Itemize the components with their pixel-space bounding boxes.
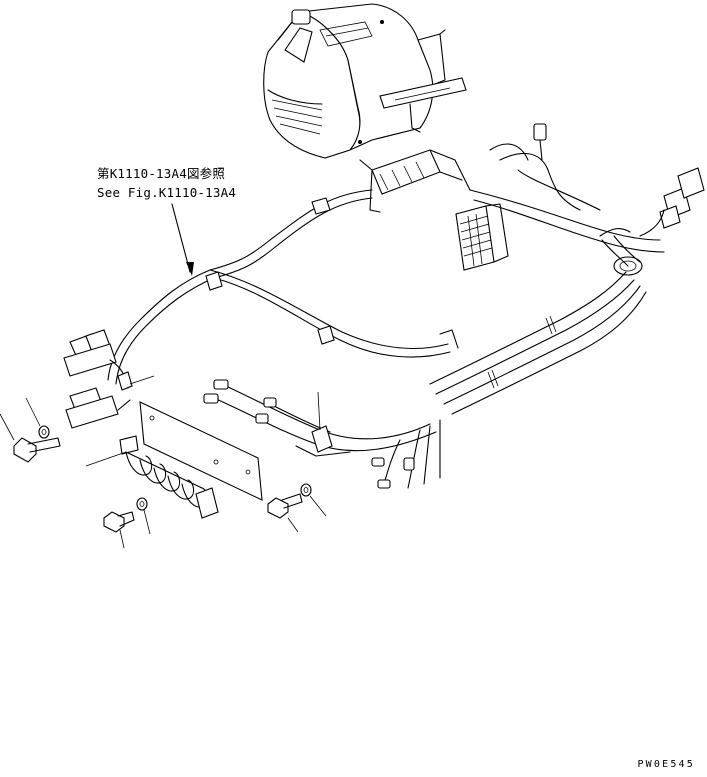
right-harness xyxy=(469,123,705,276)
main-harness-loop xyxy=(107,189,647,415)
reference-note-jp: 第K1110-13A4図参照 xyxy=(97,166,226,181)
cover-plate xyxy=(139,401,263,501)
washer-left xyxy=(38,425,50,439)
washer-bottom-left xyxy=(136,497,148,511)
washer-bottom-mid xyxy=(300,483,312,497)
connector-loops-bottom xyxy=(119,435,219,519)
upper-connector-block xyxy=(359,149,471,213)
fuse-box xyxy=(455,203,509,271)
lower-harness xyxy=(203,379,441,489)
bolt-left xyxy=(13,437,61,463)
control-console xyxy=(263,3,467,159)
drawing-code: PW0E545 xyxy=(637,759,695,770)
bolt-bottom-mid xyxy=(267,493,303,519)
leader-lines xyxy=(0,203,327,549)
reference-note-en: See Fig.K1110-13A4 xyxy=(97,185,237,200)
left-connectors xyxy=(63,329,133,429)
bolt-bottom-left xyxy=(103,511,135,533)
